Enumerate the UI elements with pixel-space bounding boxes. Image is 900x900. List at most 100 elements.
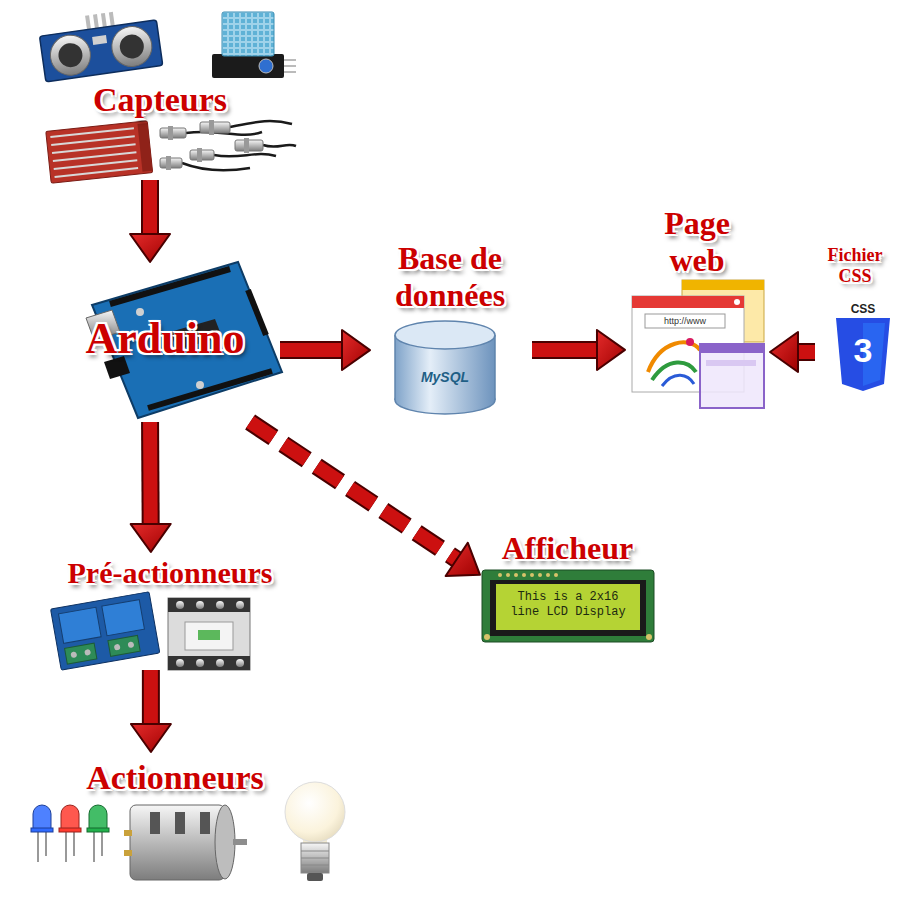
relay-module bbox=[51, 592, 160, 670]
display-node: Afficheur bbox=[480, 530, 657, 645]
arrow-shaft bbox=[797, 345, 815, 359]
lcd-display-part bbox=[530, 573, 534, 577]
logo-text: CSS bbox=[834, 302, 892, 316]
relay-module-part bbox=[84, 649, 91, 656]
dc-motor-part bbox=[124, 850, 132, 856]
arrow-shaft-outline bbox=[142, 670, 160, 725]
logo-number: 3 bbox=[834, 330, 892, 370]
flow-arrow bbox=[532, 330, 625, 370]
contactor-part bbox=[216, 601, 224, 609]
arduino-board-part bbox=[196, 381, 204, 389]
contactor-part bbox=[185, 622, 233, 650]
arrow-shaft-outline bbox=[141, 180, 159, 235]
browser-windows-part bbox=[686, 338, 694, 346]
browser-windows-part bbox=[632, 296, 744, 308]
relay-module-part bbox=[108, 635, 140, 656]
lcd-display-part bbox=[498, 573, 502, 577]
dc-motor bbox=[124, 805, 247, 880]
humidity-sensor-part bbox=[259, 59, 273, 73]
water-sensor bbox=[46, 121, 153, 183]
flow-arrow bbox=[131, 422, 171, 552]
light-bulb-part bbox=[307, 873, 323, 881]
contactor-part bbox=[168, 598, 250, 612]
arduino-board-part bbox=[148, 371, 272, 408]
leds-part bbox=[93, 832, 95, 862]
proximity-sensors-part bbox=[244, 138, 249, 153]
lcd-display-part bbox=[514, 573, 518, 577]
humidity-sensor-part bbox=[222, 12, 274, 56]
browser-windows-part bbox=[700, 344, 764, 353]
label-slot: http://www bbox=[647, 315, 723, 327]
humidity-sensor-part bbox=[284, 71, 296, 73]
arrow-shaft bbox=[250, 422, 457, 560]
database-cylinder-part bbox=[394, 335, 396, 400]
lcd-display-part bbox=[546, 573, 550, 577]
leds-part bbox=[45, 832, 47, 856]
flow-arrow bbox=[130, 180, 170, 262]
browser-windows bbox=[632, 280, 764, 408]
lcd-display-part bbox=[482, 570, 654, 642]
browser-windows-part bbox=[645, 314, 725, 328]
browser-windows-part bbox=[662, 375, 694, 386]
label-slot: 3 bbox=[834, 330, 892, 370]
light-bulb bbox=[285, 782, 345, 881]
database-cylinder-part bbox=[494, 335, 496, 400]
leds-part bbox=[33, 805, 51, 830]
water-sensor-part bbox=[52, 144, 136, 153]
relay-module-part bbox=[58, 607, 101, 643]
flow-arrow bbox=[131, 670, 171, 752]
controller-board: Arduino bbox=[50, 262, 280, 422]
light-bulb-part bbox=[285, 782, 345, 842]
dc-motor-part bbox=[200, 812, 210, 834]
lcd-display-part bbox=[554, 573, 558, 577]
arrow-shaft-outline bbox=[797, 343, 815, 361]
arrow-shaft bbox=[143, 180, 157, 235]
leds-part bbox=[89, 805, 107, 830]
contactor-part bbox=[198, 630, 220, 640]
arrow-head bbox=[597, 330, 625, 370]
dc-motor-part bbox=[175, 812, 185, 834]
arrow-shaft bbox=[280, 343, 343, 357]
leds-part bbox=[59, 828, 81, 832]
arrow-shaft-outline bbox=[141, 422, 160, 525]
lcd-display-part bbox=[522, 573, 526, 577]
arduino-board-part bbox=[248, 290, 266, 335]
arrow-shaft bbox=[143, 422, 158, 525]
pre-actuator-group: Pré-actionneurs bbox=[25, 552, 317, 670]
proximity-sensors bbox=[160, 120, 296, 170]
arrow-head bbox=[446, 543, 480, 576]
contactor-part bbox=[196, 659, 204, 667]
contactor-part bbox=[168, 598, 250, 670]
url-text: http://www bbox=[647, 315, 723, 327]
proximity-sensors-part bbox=[230, 121, 292, 127]
flow-arrow bbox=[250, 422, 480, 576]
contactor-part bbox=[176, 601, 184, 609]
dc-motor-part bbox=[233, 839, 247, 845]
relay-module-part bbox=[114, 644, 121, 651]
proximity-sensors-part bbox=[197, 148, 202, 162]
arrow-head bbox=[131, 724, 171, 752]
label-slot: This is a 2x16 line LCD Display bbox=[503, 590, 633, 620]
humidity-sensor-part bbox=[284, 65, 296, 67]
ultrasonic-sensor-part bbox=[40, 20, 163, 82]
lcd-display-part bbox=[506, 573, 510, 577]
leds-part bbox=[37, 832, 39, 862]
ultrasonic-sensor-part bbox=[93, 14, 99, 28]
proximity-sensors-part bbox=[166, 156, 171, 170]
arrow-head bbox=[130, 234, 170, 262]
light-bulb-part bbox=[301, 865, 329, 866]
browser-windows-part bbox=[682, 280, 764, 290]
contactor-part bbox=[236, 659, 244, 667]
contactor-part bbox=[236, 601, 244, 609]
proximity-sensors-part bbox=[263, 145, 296, 147]
proximity-sensors-part bbox=[168, 126, 173, 140]
proximity-sensors-part bbox=[182, 163, 250, 170]
arrow-head bbox=[342, 330, 370, 370]
leds-part bbox=[101, 832, 103, 856]
lcd-display-part bbox=[646, 634, 652, 640]
actuator-group: Actionneurs bbox=[25, 752, 327, 887]
light-bulb-part bbox=[301, 858, 329, 859]
browser-windows-part bbox=[706, 360, 756, 366]
